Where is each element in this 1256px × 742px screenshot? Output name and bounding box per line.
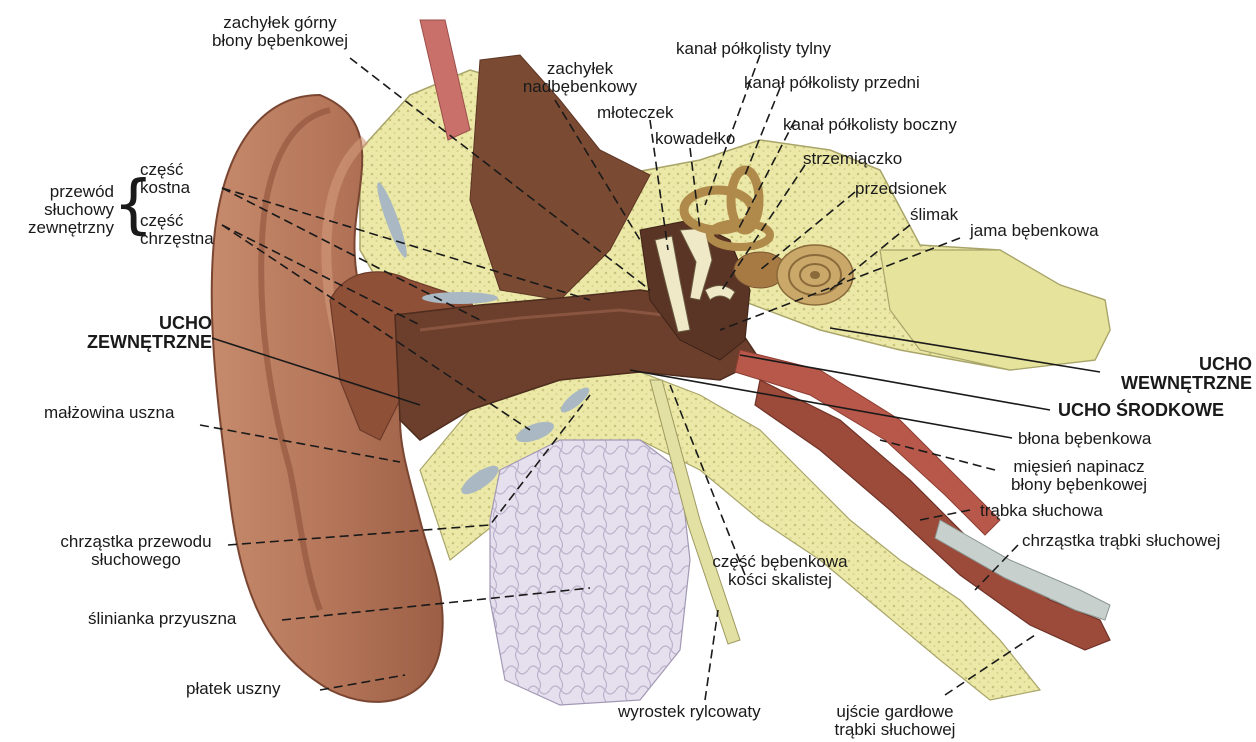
cartilage-2 (422, 292, 498, 304)
label-nadbebenkowy-line1: zachyłek (515, 60, 645, 78)
label-ucho-zewnetrzne: UCHO ZEWNĘTRZNE (60, 314, 212, 352)
label-czesc-bebenkowa-line2: kości skalistej (700, 571, 860, 589)
leader-wyrostek (705, 610, 718, 700)
label-ucho-zewnetrzne-line2: ZEWNĘTRZNE (60, 333, 212, 352)
label-slinianka: ślinianka przyuszna (88, 610, 236, 628)
label-ucho-wewnetrzne-line1: UCHO (1090, 355, 1252, 374)
label-chrzastka-trabki: chrząstka trąbki słuchowej (1022, 532, 1220, 550)
label-kanal-boczny: kanał półkolisty boczny (783, 116, 957, 134)
label-nadbebenkowy-line2: nadbębenkowy (515, 78, 645, 96)
label-trabka: trąbka słuchowa (980, 502, 1103, 520)
label-ucho-wewnetrzne-line2: WEWNĘTRZNE (1090, 374, 1252, 393)
label-ujscie: ujście gardłowe trąbki słuchowej (815, 703, 975, 739)
label-ujscie-line1: ujście gardłowe (815, 703, 975, 721)
label-chrzestna-line1: część (140, 212, 214, 230)
label-czesc-bebenkowa-line1: część bębenkowa (700, 553, 860, 571)
label-chrzastka-przewodu-line2: słuchowego (38, 551, 234, 569)
label-zachylek-gorny: zachyłek górny błony bębenkowej (195, 14, 365, 50)
label-mloteczek: młoteczek (597, 104, 674, 122)
label-malzowina: małżowina uszna (44, 404, 174, 422)
label-czesc-kostna: część kostna (140, 161, 190, 197)
label-czesc-chrzestna: część chrzęstna (140, 212, 214, 248)
label-ujscie-line2: trąbki słuchowej (815, 721, 975, 739)
label-czesc-bebenkowa: część bębenkowa kości skalistej (700, 553, 860, 589)
label-ucho-zewnetrzne-line1: UCHO (60, 314, 212, 333)
parotid-gland (490, 440, 690, 705)
label-ucho-srodkowe: UCHO ŚRODKOWE (1058, 401, 1224, 420)
label-chrzastka-przewodu-line1: chrząstka przewodu (38, 533, 234, 551)
label-przewod-line1: przewód (10, 183, 114, 201)
label-ucho-wewnetrzne: UCHO WEWNĘTRZNE (1090, 355, 1252, 393)
label-kanal-przedni: kanał półkolisty przedni (744, 74, 920, 92)
cochlea (777, 245, 853, 305)
label-przewod-sluchowy: przewód słuchowy zewnętrzny (10, 183, 114, 237)
label-chrzastka-przewodu: chrząstka przewodu słuchowego (38, 533, 234, 569)
label-chrzestna-line2: chrzęstna (140, 230, 214, 248)
label-zachylek-gorny-line1: zachyłek górny (195, 14, 365, 32)
label-przedsionek: przedsionek (855, 180, 947, 198)
label-miesien-line2: błony bębenkowej (995, 476, 1163, 494)
label-kostna-line1: część (140, 161, 190, 179)
label-strzemiaczko: strzemiączko (803, 150, 902, 168)
label-wyrostek: wyrostek rylcowaty (618, 703, 761, 721)
label-jama-bebenkowa: jama bębenkowa (970, 222, 1099, 240)
label-platek: płatek uszny (186, 680, 281, 698)
label-przewod-line3: zewnętrzny (10, 219, 114, 237)
label-miesien-napinacz: mięsień napinacz błony bębenkowej (995, 458, 1163, 494)
label-kanal-tylny: kanał półkolisty tylny (676, 40, 831, 58)
label-zachylek-nadbebenkowy: zachyłek nadbębenkowy (515, 60, 645, 96)
label-slimak: ślimak (910, 206, 958, 224)
label-blona-bebenkowa: błona bębenkowa (1018, 430, 1151, 448)
label-przewod-line2: słuchowy (10, 201, 114, 219)
label-zachylek-gorny-line2: błony bębenkowej (195, 32, 365, 50)
label-miesien-line1: mięsień napinacz (995, 458, 1163, 476)
label-kowadelko: kowadełko (655, 130, 735, 148)
label-kostna-line2: kostna (140, 179, 190, 197)
